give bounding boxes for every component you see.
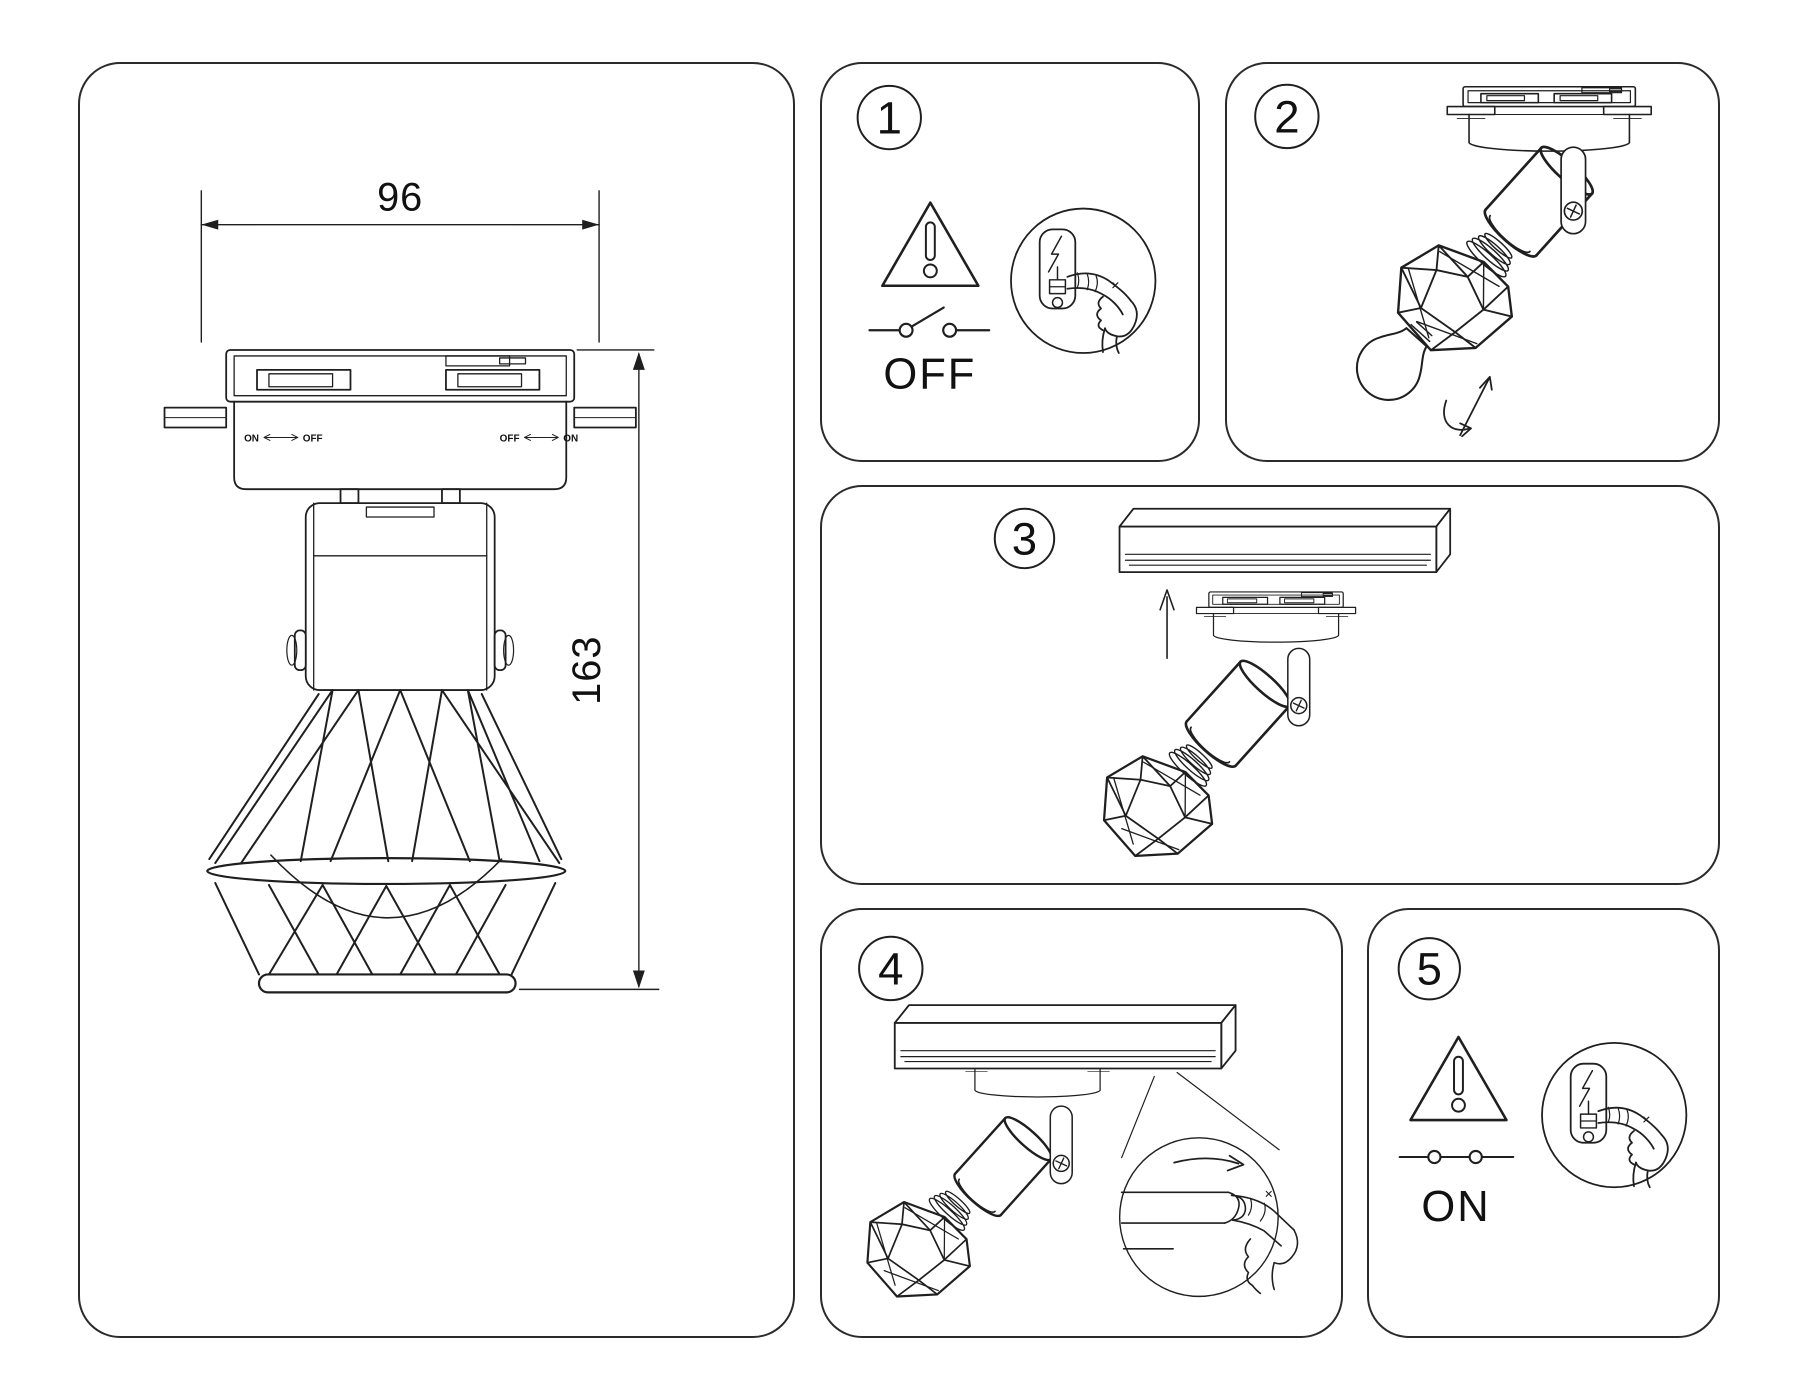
step-3-drawing: 3	[993, 507, 1452, 881]
step-2-drawing: 2	[1254, 83, 1652, 438]
right-hinge-knob	[493, 629, 507, 672]
panel-step-4: 4	[820, 908, 1343, 1338]
slide-arrow-icon	[1173, 1154, 1245, 1172]
width-dimension: 96	[200, 176, 600, 343]
track-adapter-3d	[1195, 591, 1357, 643]
svg-text:OFF: OFF	[500, 433, 520, 444]
warning-triangle-icon	[881, 201, 980, 288]
panel-step-3: 3	[820, 485, 1720, 885]
step-number: 5	[1417, 944, 1442, 995]
bulb-3d	[1342, 306, 1449, 415]
cage-shade-3d	[844, 1164, 1000, 1321]
track-adapter-front-view: ON OFF OFF ON	[163, 349, 637, 491]
width-dimension-label: 96	[377, 176, 423, 220]
cage-shade-3d	[1079, 716, 1244, 881]
warning-triangle-icon	[1409, 1035, 1508, 1122]
lock-lever-detail	[1120, 1191, 1240, 1250]
svg-text:OFF: OFF	[303, 433, 323, 444]
track-adapter-3d	[1446, 85, 1652, 152]
track-rail-3d	[893, 1004, 1237, 1070]
step-4-drawing: 4	[844, 935, 1299, 1321]
panel-technical-drawing: 96 163	[78, 62, 795, 1338]
switch-closed-icon	[1398, 1149, 1515, 1165]
svg-text:ON: ON	[244, 433, 259, 444]
step-number-badge: 2	[1254, 83, 1320, 150]
step-number-badge: 3	[993, 507, 1056, 570]
pivot-bracket	[1049, 1105, 1073, 1185]
rotate-arrow-icon	[1443, 375, 1493, 438]
step-number: 1	[877, 92, 902, 143]
cage-spotlight-3d	[1342, 85, 1652, 415]
left-hinge-knob	[293, 629, 307, 672]
finger-press-switch-icon	[1010, 207, 1157, 354]
step-5-drawing: 5 ON	[1397, 937, 1688, 1231]
switch-open-icon	[868, 306, 991, 338]
height-dimension-label: 163	[565, 635, 609, 704]
swivel-arm-front-view	[286, 488, 515, 691]
power-state-label: OFF	[883, 351, 976, 399]
pivot-bracket	[1560, 146, 1587, 235]
panel-step-1: 1 OFF	[820, 62, 1200, 462]
height-dimension: 163	[518, 349, 660, 991]
left-onoff-label: ON OFF	[244, 433, 323, 444]
cage-shade-3d	[1372, 203, 1545, 377]
step-number-badge: 5	[1397, 937, 1461, 1001]
svg-text:ON: ON	[563, 433, 578, 444]
step-1-drawing: 1 OFF	[856, 84, 1157, 399]
lamp-holder-cylinder	[1179, 654, 1297, 774]
track-rail-3d	[1118, 507, 1452, 574]
panel-step-5: 5 ON	[1367, 908, 1720, 1338]
step-number: 4	[878, 943, 903, 994]
step-number-badge: 4	[858, 935, 924, 1002]
finger-press-lever-icon	[1230, 1190, 1299, 1295]
step-number: 2	[1274, 91, 1299, 142]
step-number-badge: 1	[856, 84, 922, 151]
cage-shade-front-view	[206, 689, 567, 994]
power-state-label: ON	[1421, 1183, 1490, 1231]
technical-drawing: 96 163	[163, 176, 660, 994]
right-onoff-label: OFF ON	[500, 433, 579, 444]
cage-spotlight-3d	[1079, 591, 1357, 881]
panel-step-2: 2	[1225, 62, 1720, 462]
up-arrow-icon	[1159, 589, 1175, 660]
pivot-bracket	[1287, 647, 1311, 727]
magnifier-detail-circle	[1118, 1071, 1299, 1298]
step-number: 3	[1012, 513, 1037, 564]
finger-press-switch-icon	[1541, 1042, 1688, 1189]
